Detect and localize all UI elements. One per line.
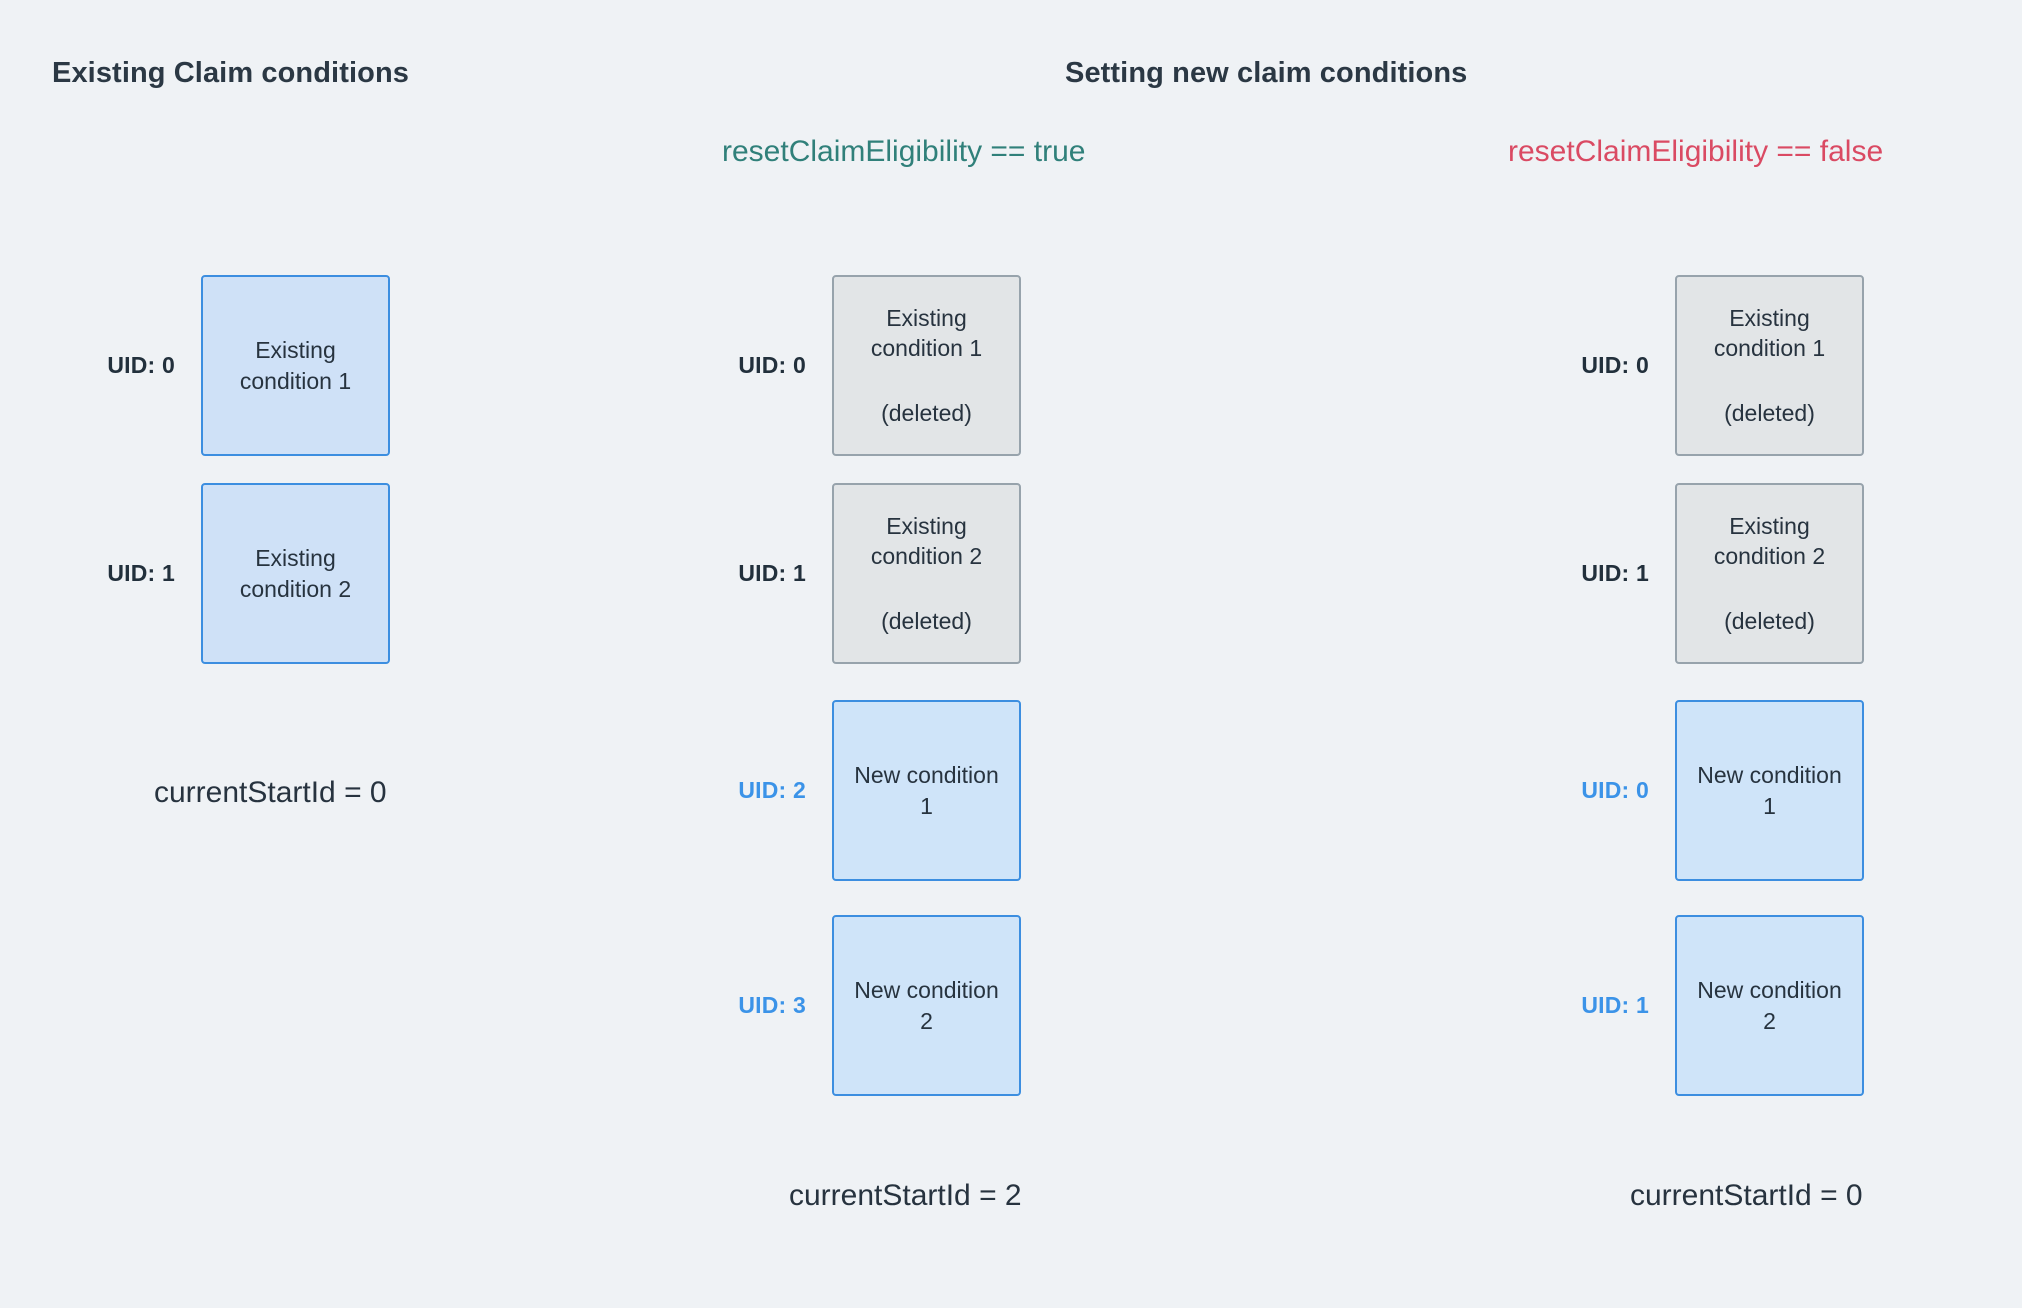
uid-label: UID: 0 xyxy=(738,352,806,378)
uid-label: UID: 0 xyxy=(1581,777,1649,803)
page-title-setting-new-claim-conditions: Setting new claim conditions xyxy=(1065,57,1468,89)
uid-label: UID: 0 xyxy=(107,352,175,378)
condition-row: UID: 1 Existing condition 2 (deleted) xyxy=(1529,483,1864,664)
condition-row: UID: 1 Existing condition 2 xyxy=(55,483,390,664)
uid-label: UID: 0 xyxy=(1581,352,1649,378)
condition-box: Existing condition 2 xyxy=(201,483,390,664)
condition-box-deleted: Existing condition 2 (deleted) xyxy=(832,483,1021,664)
condition-row: UID: 2 New condition 1 xyxy=(686,700,1021,881)
condition-box: Existing condition 1 xyxy=(201,275,390,456)
condition-row: UID: 1 Existing condition 2 (deleted) xyxy=(686,483,1021,664)
condition-box-note: (deleted) xyxy=(881,607,972,634)
current-start-id-reset-false: currentStartId = 0 xyxy=(1630,1179,1863,1212)
condition-box-note: (deleted) xyxy=(1724,607,1815,634)
subtitle-reset-claim-eligibility-true: resetClaimEligibility == true xyxy=(722,135,1086,168)
condition-box-new: New condition 1 xyxy=(832,700,1021,881)
condition-row: UID: 0 Existing condition 1 xyxy=(55,275,390,456)
uid-label: UID: 1 xyxy=(1581,992,1649,1018)
condition-box-title: Existing condition 1 xyxy=(1713,304,1826,362)
condition-row: UID: 0 Existing condition 1 (deleted) xyxy=(1529,275,1864,456)
condition-box-title: Existing condition 2 xyxy=(239,545,352,602)
condition-box-deleted: Existing condition 2 (deleted) xyxy=(1675,483,1864,664)
condition-box-new: New condition 2 xyxy=(1675,915,1864,1096)
condition-row: UID: 3 New condition 2 xyxy=(686,915,1021,1096)
condition-box-note: (deleted) xyxy=(881,399,972,426)
condition-box-title: Existing condition 2 xyxy=(870,512,983,570)
condition-box-deleted: Existing condition 1 (deleted) xyxy=(832,275,1021,456)
condition-box-note: (deleted) xyxy=(1724,399,1815,426)
current-start-id-existing: currentStartId = 0 xyxy=(154,776,387,809)
condition-box-title: Existing condition 2 xyxy=(1713,512,1826,570)
condition-row: UID: 0 New condition 1 xyxy=(1529,700,1864,881)
condition-box-title: New condition 1 xyxy=(1697,762,1842,819)
condition-box-title: Existing condition 1 xyxy=(870,304,983,362)
condition-row: UID: 1 New condition 2 xyxy=(1529,915,1864,1096)
uid-label: UID: 1 xyxy=(738,560,806,586)
page-title-existing-claim-conditions: Existing Claim conditions xyxy=(52,57,409,89)
condition-box-title: Existing condition 1 xyxy=(239,337,352,394)
condition-box-title: New condition 2 xyxy=(1697,977,1842,1034)
condition-box-new: New condition 2 xyxy=(832,915,1021,1096)
condition-box-deleted: Existing condition 1 (deleted) xyxy=(1675,275,1864,456)
condition-box-new: New condition 1 xyxy=(1675,700,1864,881)
condition-box-title: New condition 2 xyxy=(854,977,999,1034)
subtitle-reset-claim-eligibility-false: resetClaimEligibility == false xyxy=(1508,135,1884,168)
condition-row: UID: 0 Existing condition 1 (deleted) xyxy=(686,275,1021,456)
uid-label: UID: 3 xyxy=(738,992,806,1018)
current-start-id-reset-true: currentStartId = 2 xyxy=(789,1179,1022,1212)
uid-label: UID: 2 xyxy=(738,777,806,803)
uid-label: UID: 1 xyxy=(1581,560,1649,586)
uid-label: UID: 1 xyxy=(107,560,175,586)
condition-box-title: New condition 1 xyxy=(854,762,999,819)
